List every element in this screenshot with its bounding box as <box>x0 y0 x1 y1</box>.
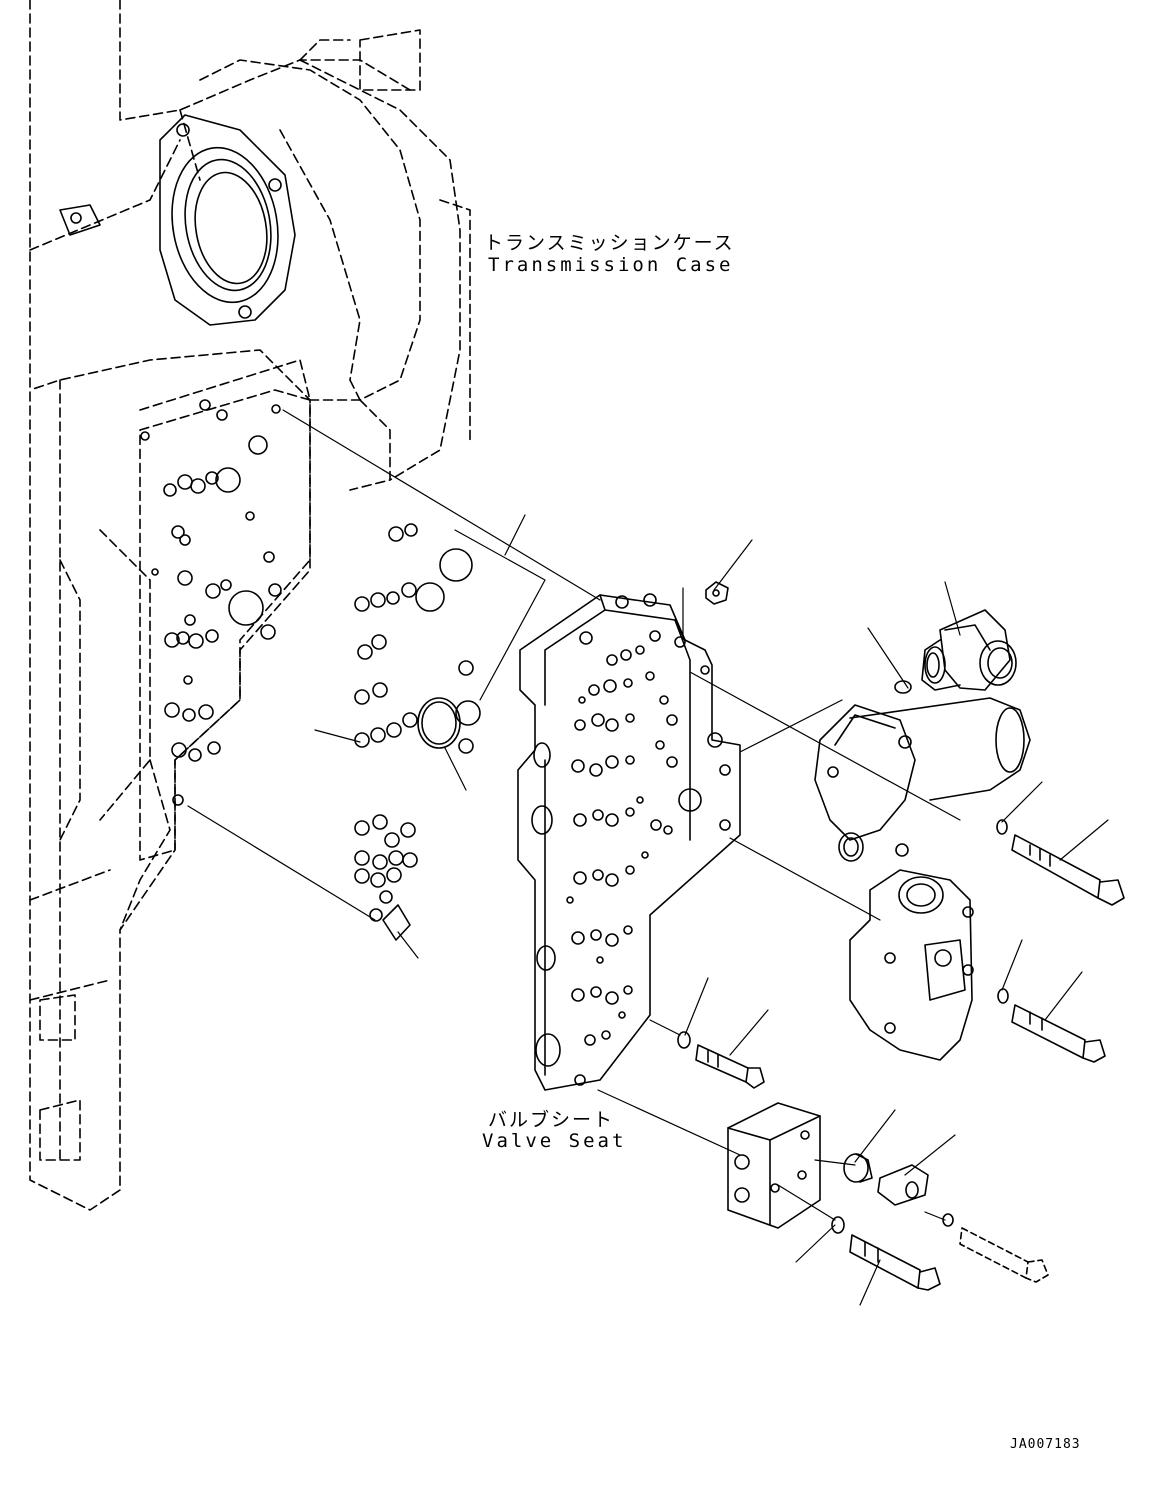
valve-seat-label-jp: バルブシート <box>488 1109 615 1131</box>
elbow-connector <box>894 609 1017 694</box>
valve-seat-ports <box>566 645 678 1046</box>
case-mounting-face <box>139 389 311 861</box>
spacer-block <box>727 1102 821 1229</box>
alignment-lines <box>187 409 961 1221</box>
case-face-ports <box>140 399 282 806</box>
valve-seat-body <box>517 593 741 1091</box>
solenoid-valve <box>814 697 1031 862</box>
o-ring-set <box>354 523 481 941</box>
collar <box>843 1153 873 1183</box>
case-flange <box>59 114 296 326</box>
drawing-code: JA007183 <box>1010 1437 1081 1452</box>
callout-leaders <box>314 514 1109 1306</box>
plug <box>705 581 729 605</box>
bolt-dashed-reference <box>959 1227 1049 1283</box>
clip <box>877 1164 929 1206</box>
bolt-group-lower-left <box>677 1031 765 1089</box>
transmission-case <box>29 0 471 1211</box>
transmission-case-label-jp: トランスミッションケース <box>484 232 735 254</box>
pressure-valve-block <box>849 869 974 1061</box>
transmission-case-label-en: Transmission Case <box>488 254 734 276</box>
valve-seat-label-en: Valve Seat <box>482 1130 627 1152</box>
bolt-group-bottom <box>831 1213 954 1291</box>
bolt-group-upper <box>996 819 1125 906</box>
bolt-group-middle <box>997 988 1106 1063</box>
